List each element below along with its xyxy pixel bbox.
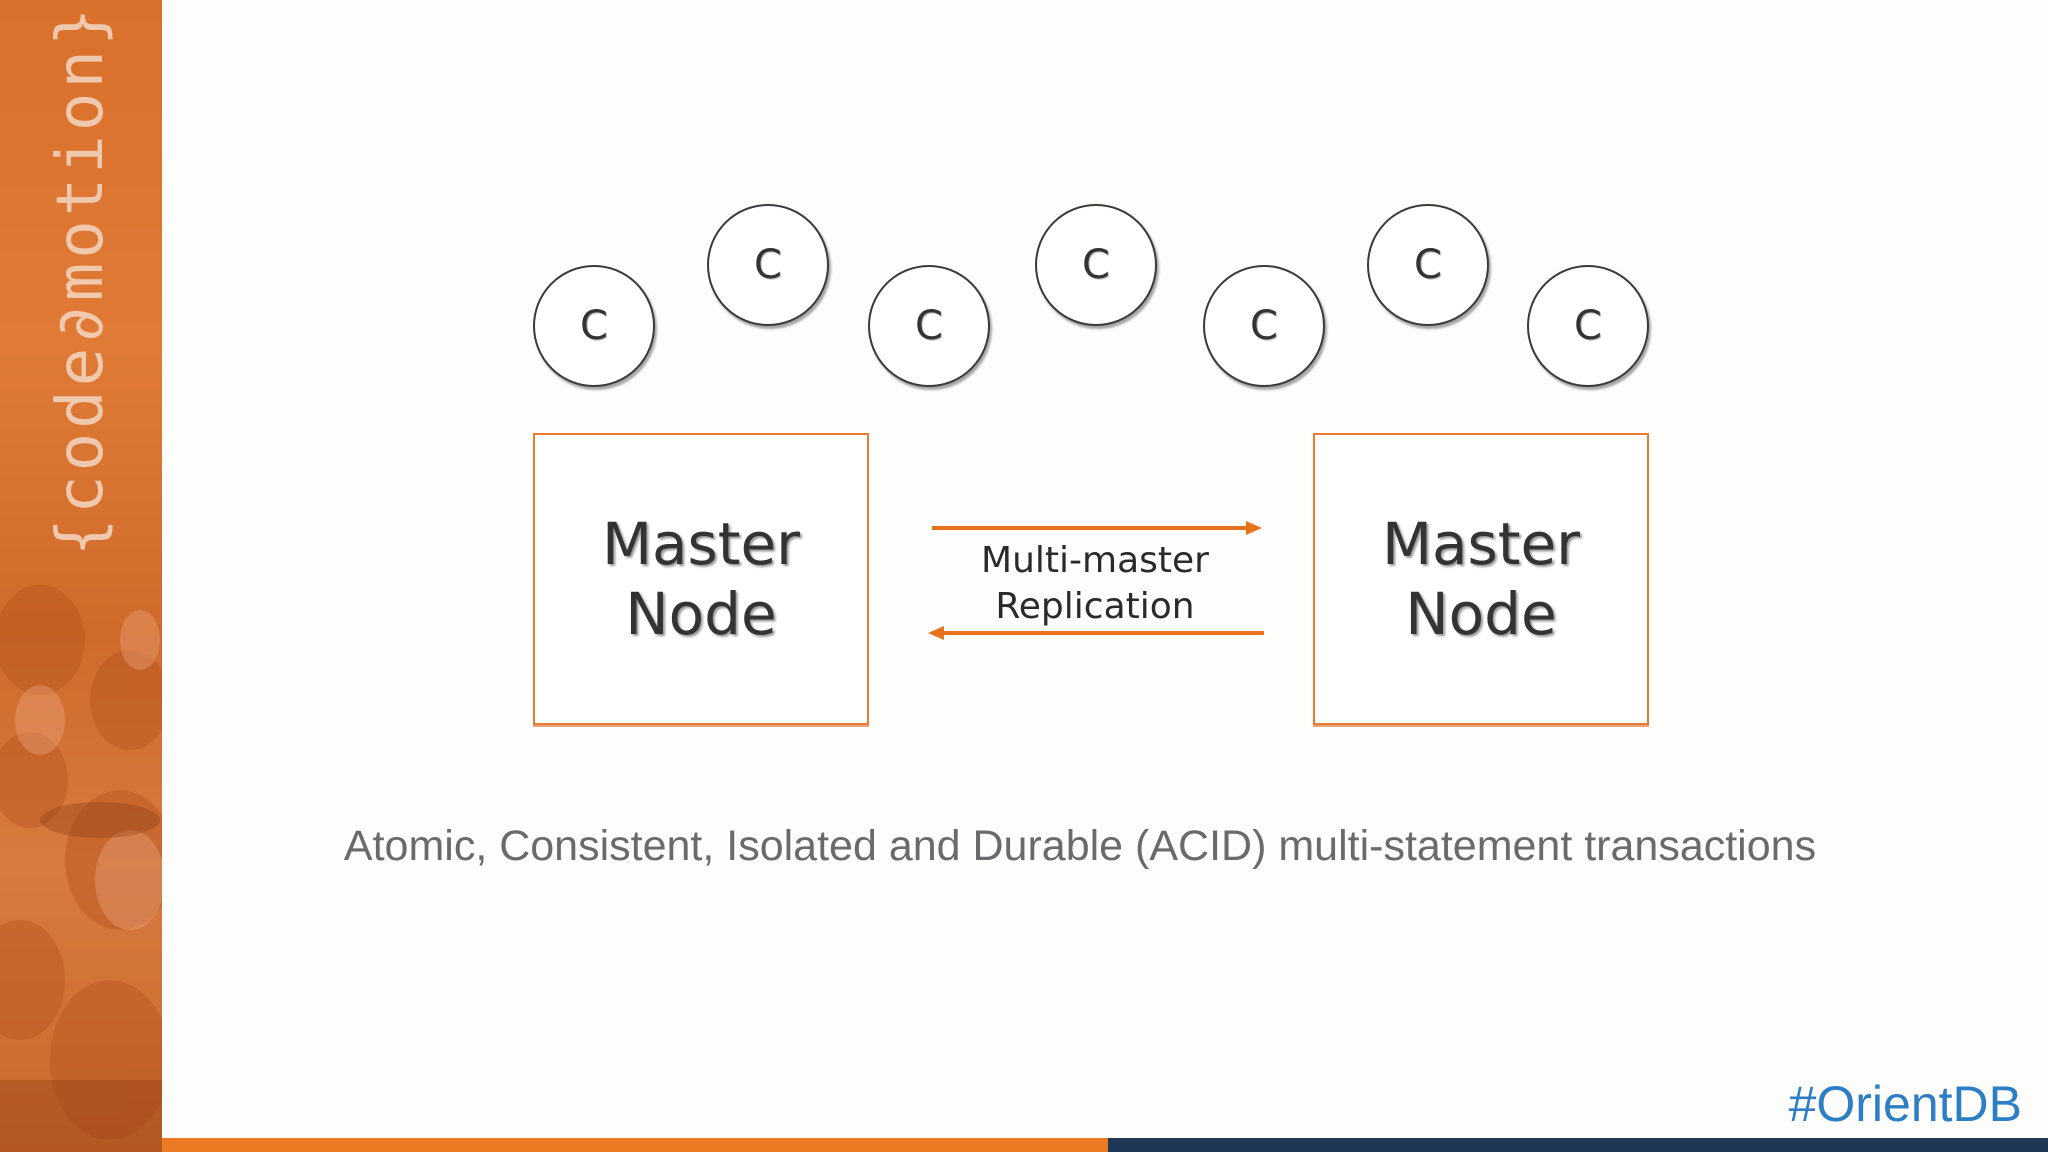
master-node-left: Master Node	[533, 433, 869, 725]
client-circle-2: C	[707, 204, 829, 326]
crowd-photo	[0, 585, 162, 1152]
master-node-right: Master Node	[1313, 433, 1649, 725]
client-circle-7: C	[1527, 265, 1649, 387]
hashtag-label: #OrientDB	[1788, 1076, 2022, 1132]
acid-caption: Atomic, Consistent, Isolated and Durable…	[343, 822, 1817, 870]
client-circle-6: C	[1367, 204, 1489, 326]
client-circle-4: C	[1035, 204, 1157, 326]
master-node-left-label: Master Node	[601, 510, 801, 648]
codemotion-logo: {code∂motion}	[0, 0, 162, 560]
arrow-left	[928, 626, 1264, 640]
replication-label: Multi-master Replication	[981, 540, 1209, 627]
master-node-right-label: Master Node	[1381, 510, 1581, 648]
client-circle-5: C	[1203, 265, 1325, 387]
client-circle-3: C	[868, 265, 990, 387]
arrow-right	[932, 521, 1262, 535]
footer-bar-navy	[1108, 1138, 2048, 1152]
sidebar-banner: {code∂motion}	[0, 0, 162, 1152]
logo-text: {code∂motion}	[44, 3, 118, 557]
footer-bar-orange	[162, 1138, 1108, 1152]
replication-arrows	[928, 521, 1264, 640]
client-circle-1: C	[533, 265, 655, 387]
